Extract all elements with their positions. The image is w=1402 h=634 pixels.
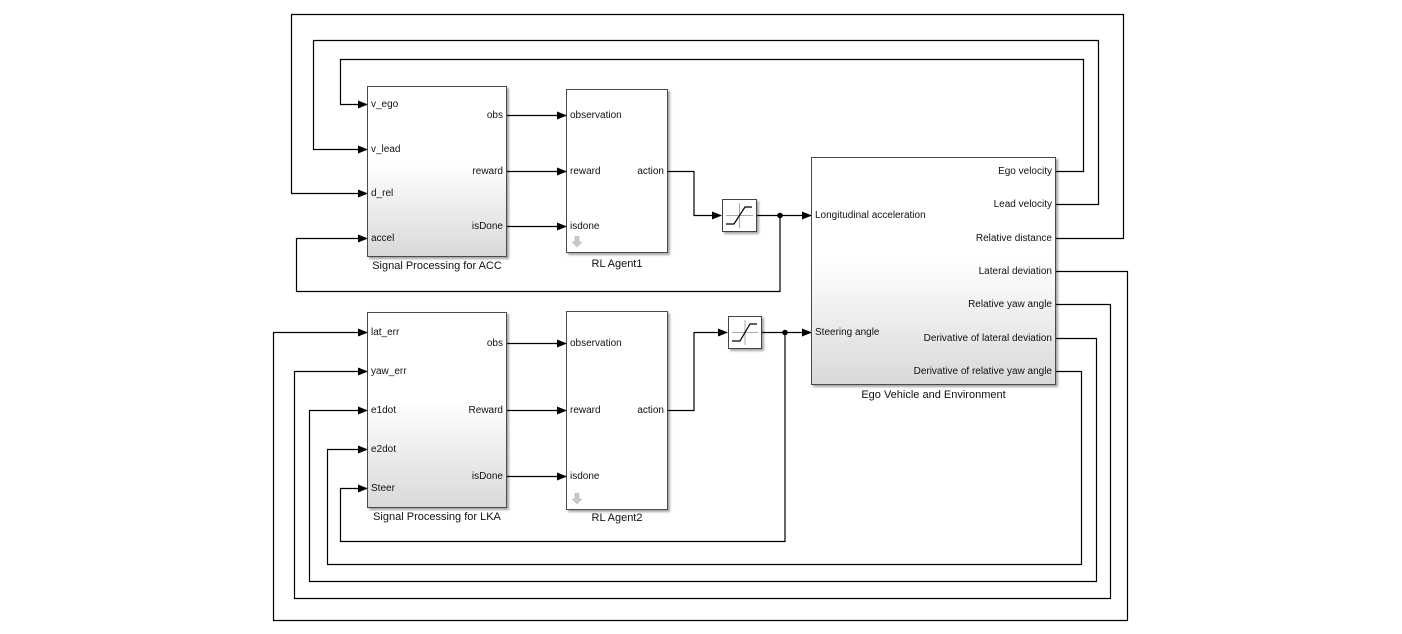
- port-d-rel: d_rel: [371, 188, 394, 199]
- wire-derivative-lateral-deviation[interactable]: [308, 337, 1098, 583]
- wire-relative-distance[interactable]: [290, 13, 1125, 240]
- port-accel: accel: [371, 233, 395, 244]
- port-e2dot: e2dot: [371, 444, 397, 455]
- down-arrow-icon: [571, 236, 583, 248]
- port-isdone: isDone: [471, 221, 503, 232]
- port-isdone: isdone: [570, 471, 600, 482]
- port-action: action: [637, 166, 664, 177]
- signal-processing-acc-caption: Signal Processing for ACC: [372, 260, 502, 272]
- rl-agent1-caption: RL Agent1: [591, 258, 643, 270]
- saturation-icon: [726, 203, 753, 228]
- port-lateral-deviation: Lateral deviation: [978, 266, 1052, 277]
- wire-lead-velocity[interactable]: [312, 39, 1100, 206]
- saturation-block-1[interactable]: [722, 199, 757, 232]
- port-steering-angle: Steering angle: [815, 327, 880, 338]
- port-obs: obs: [486, 338, 503, 349]
- port-longitudinal-acceleration: Longitudinal acceleration: [815, 210, 926, 221]
- ego-vehicle-environment-block[interactable]: Longitudinal acceleration Steering angle…: [811, 157, 1056, 385]
- port-reward: reward: [570, 166, 601, 177]
- wire-derivative-relative-yaw[interactable]: [326, 370, 1083, 566]
- wire-ego-velocity[interactable]: [339, 58, 1085, 173]
- saturation-block-2[interactable]: [728, 316, 762, 349]
- port-ego-velocity: Ego velocity: [998, 166, 1052, 177]
- port-e1dot: e1dot: [371, 405, 397, 416]
- wire-relative-yaw-angle[interactable]: [293, 303, 1112, 600]
- port-lat-err: lat_err: [371, 327, 400, 338]
- port-v-ego: v_ego: [371, 99, 399, 110]
- port-isdone: isDone: [471, 471, 503, 482]
- port-relative-yaw-angle: Relative yaw angle: [968, 299, 1052, 310]
- port-observation: observation: [570, 338, 622, 349]
- port-reward: reward: [472, 166, 503, 177]
- port-yaw-err: yaw_err: [371, 366, 407, 377]
- rl-agent1-block[interactable]: observation reward isdone action: [566, 89, 668, 253]
- wire-agent2-action[interactable]: [668, 328, 728, 412]
- rl-agent2-caption: RL Agent2: [591, 512, 643, 524]
- port-isdone: isdone: [570, 221, 600, 232]
- port-observation: observation: [570, 110, 622, 121]
- signal-processing-lka-block[interactable]: lat_err yaw_err e1dot e2dot Steer obs Re…: [367, 312, 507, 508]
- signal-processing-acc-block[interactable]: v_ego v_lead d_rel accel obs reward isDo…: [367, 86, 507, 257]
- port-steer: Steer: [371, 483, 395, 494]
- wire-agent1-action[interactable]: [668, 170, 722, 220]
- port-v-lead: v_lead: [371, 144, 401, 155]
- signal-processing-lka-caption: Signal Processing for LKA: [373, 511, 501, 523]
- wire-lateral-deviation[interactable]: [272, 270, 1129, 622]
- port-reward: reward: [570, 405, 601, 416]
- wire-steer-feedback[interactable]: [339, 332, 786, 543]
- branch-point-acc: [777, 212, 783, 219]
- port-lead-velocity: Lead velocity: [993, 199, 1052, 210]
- port-derivative-relative-yaw-angle: Derivative of relative yaw angle: [913, 366, 1052, 377]
- branch-point-lka: [782, 329, 788, 336]
- wire-accel-feedback[interactable]: [295, 215, 781, 293]
- ego-vehicle-environment-caption: Ego Vehicle and Environment: [861, 389, 1006, 401]
- down-arrow-icon: [571, 493, 583, 505]
- port-action: action: [637, 405, 664, 416]
- port-relative-distance: Relative distance: [975, 233, 1052, 244]
- port-reward: Reward: [468, 405, 503, 416]
- port-derivative-lateral-deviation: Derivative of lateral deviation: [923, 333, 1052, 344]
- rl-agent2-block[interactable]: observation reward isdone action: [566, 311, 668, 510]
- port-obs: obs: [486, 110, 503, 121]
- saturation-icon: [732, 320, 758, 345]
